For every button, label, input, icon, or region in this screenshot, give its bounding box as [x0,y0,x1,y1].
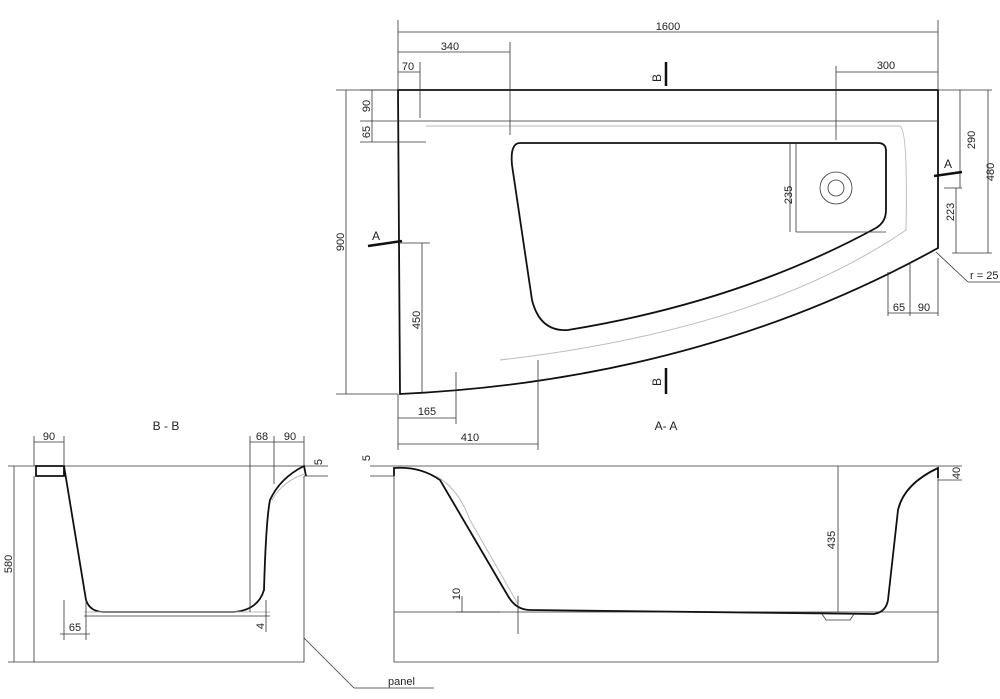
dim-90-left: 90 [361,100,373,112]
aa-basin-profile [393,466,939,615]
dim-340: 340 [441,41,459,53]
dim-65-left: 65 [361,126,373,138]
dim-165: 165 [418,406,436,418]
dim-235: 235 [783,186,795,204]
section-mark-a-left [367,239,403,248]
bb-dim-5: 5 [313,459,325,465]
section-aa-view: A- A 5 435 40 10 [361,419,963,663]
drain-inner-icon [827,179,845,197]
dim-223: 223 [945,203,957,221]
bb-left-rim [35,465,65,477]
section-mark-a-right [933,170,963,178]
bb-dim-90-left: 90 [43,431,55,443]
dim-1600: 1600 [656,21,680,33]
plan-basin-outline [510,142,887,331]
section-bb-title: B - B [153,419,180,433]
bb-basin-profile [63,464,307,613]
dim-480: 480 [985,163,997,181]
dim-70: 70 [402,61,414,73]
panel-label: panel [388,676,415,688]
aa-dim-10: 10 [451,588,463,600]
section-letter-a-left: A [372,229,380,243]
bb-dim-68: 68 [256,431,268,443]
aa-dim-40: 40 [951,467,963,479]
dim-290: 290 [966,131,978,149]
section-letter-b-top: B [650,74,664,82]
section-letter-a-right: A [944,157,952,171]
bb-dim-580: 580 [3,555,15,573]
dim-900: 900 [335,233,347,251]
plan-outline [397,89,939,395]
drain-icon [819,171,853,205]
section-bb-view: B - B 90 68 90 5 580 65 [3,419,434,689]
bb-outer-box [33,476,305,663]
dim-90-right: 90 [918,302,930,314]
section-letter-b-bottom: B [650,378,664,386]
dim-410: 410 [461,432,479,444]
dim-radius: r = 25 [970,270,998,282]
bb-dim-65: 65 [69,622,81,634]
bb-dim-4: 4 [255,623,267,629]
aa-dim-435: 435 [826,531,838,549]
plan-view: 1600 340 70 300 90 65 900 450 1 [335,20,1000,450]
dim-450: 450 [411,311,423,329]
dim-65-right: 65 [893,302,905,314]
dim-300: 300 [877,60,895,72]
plan-inner-faint-outline [426,125,907,361]
section-aa-title: A- A [655,419,678,433]
bb-dim-90-right: 90 [284,431,296,443]
aa-dim-5: 5 [361,455,373,461]
